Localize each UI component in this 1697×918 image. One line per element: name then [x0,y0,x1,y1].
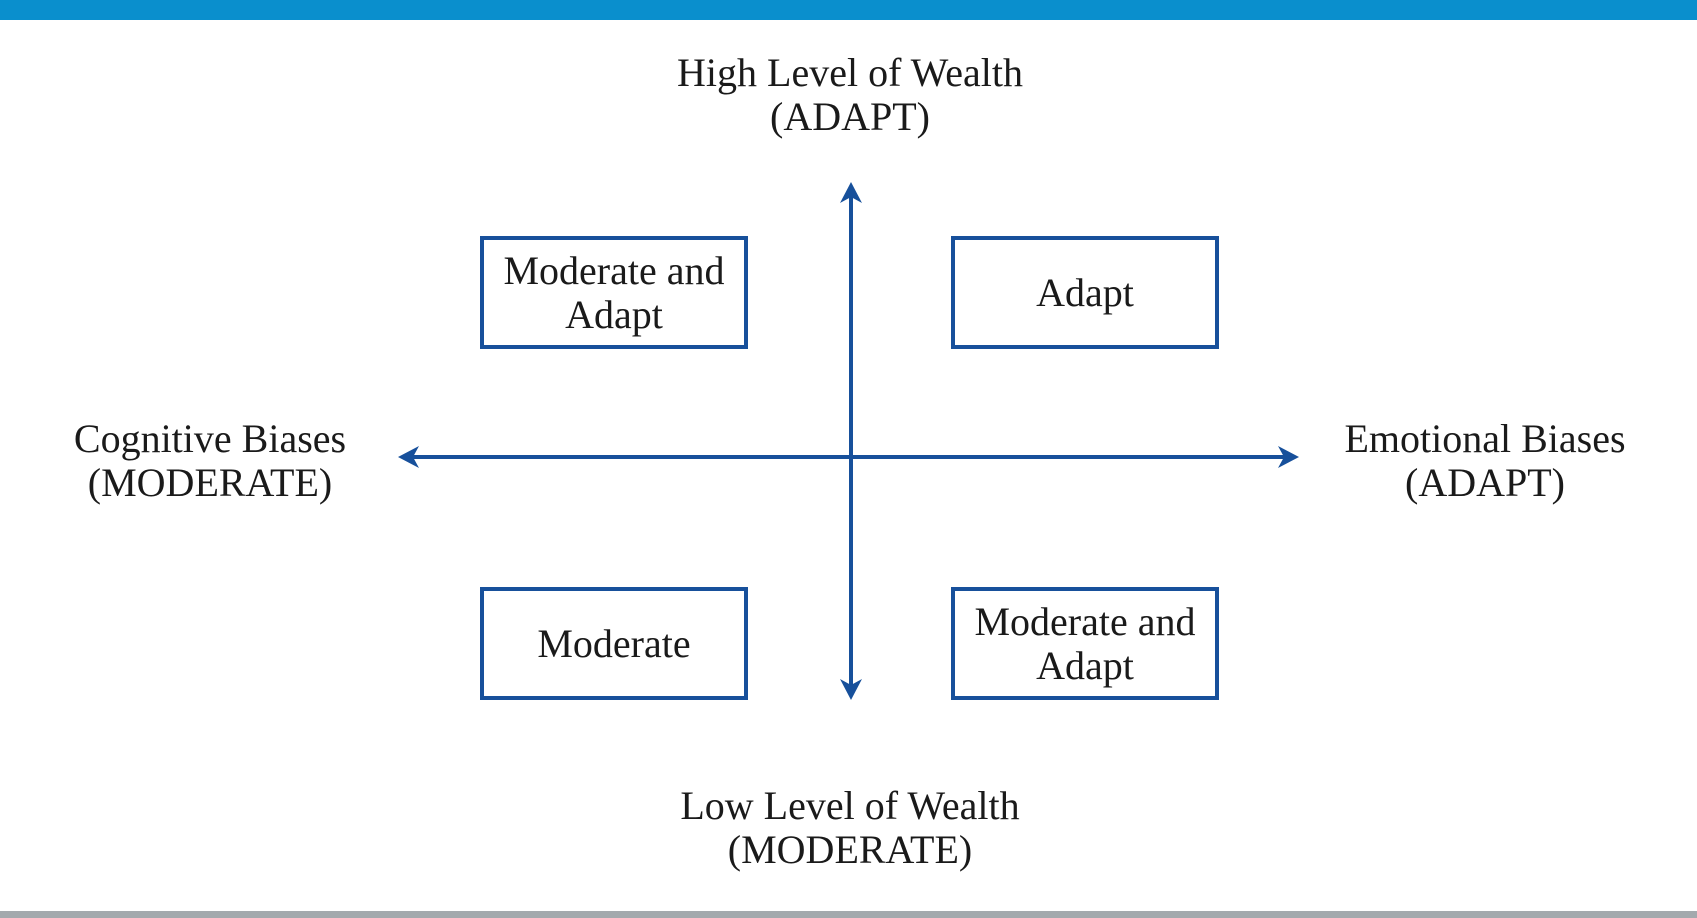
quadrant-box-moderate-and-adapt-bottom-right: Moderate and Adapt [951,587,1219,700]
quadrant-box-line: Moderate [537,620,691,666]
quadrant-box-line: Adapt [1036,642,1134,688]
quadrant-box-line: Moderate and [503,247,725,293]
top-accent-bar [0,0,1697,20]
quadrant-box-text: Moderate and Adapt [503,247,725,337]
arrow-right-icon [1278,446,1299,468]
axis-label-line: (ADAPT) [770,94,930,139]
quadrant-box-line: Adapt [565,291,663,337]
arrow-left-icon [398,446,419,468]
axis-label-line: (MODERATE) [87,460,333,505]
quadrant-box-text: Moderate and Adapt [974,598,1196,688]
axis-label-emotional-biases: Emotional Biases (ADAPT) [1315,417,1655,505]
axis-label-line: High Level of Wealth [677,50,1023,95]
axis-label-line: Emotional Biases [1344,416,1626,461]
axis-label-high-wealth: High Level of Wealth (ADAPT) [600,51,1100,139]
quadrant-box-moderate: Moderate [480,587,748,700]
axis-label-line: (MODERATE) [727,827,973,872]
quadrant-box-moderate-and-adapt-top-left: Moderate and Adapt [480,236,748,349]
quadrant-box-adapt: Adapt [951,236,1219,349]
bottom-divider-bar [0,911,1697,918]
axis-label-cognitive-biases: Cognitive Biases (MODERATE) [40,417,380,505]
axis-label-low-wealth: Low Level of Wealth (MODERATE) [600,784,1100,872]
axis-label-line: Low Level of Wealth [680,783,1020,828]
axis-label-line: (ADAPT) [1405,460,1565,505]
arrow-down-icon [840,679,862,700]
arrow-up-icon [840,182,862,203]
quadrant-box-line: Moderate and [974,598,1196,644]
axis-label-line: Cognitive Biases [73,416,347,461]
quadrant-box-line: Adapt [1036,269,1134,315]
